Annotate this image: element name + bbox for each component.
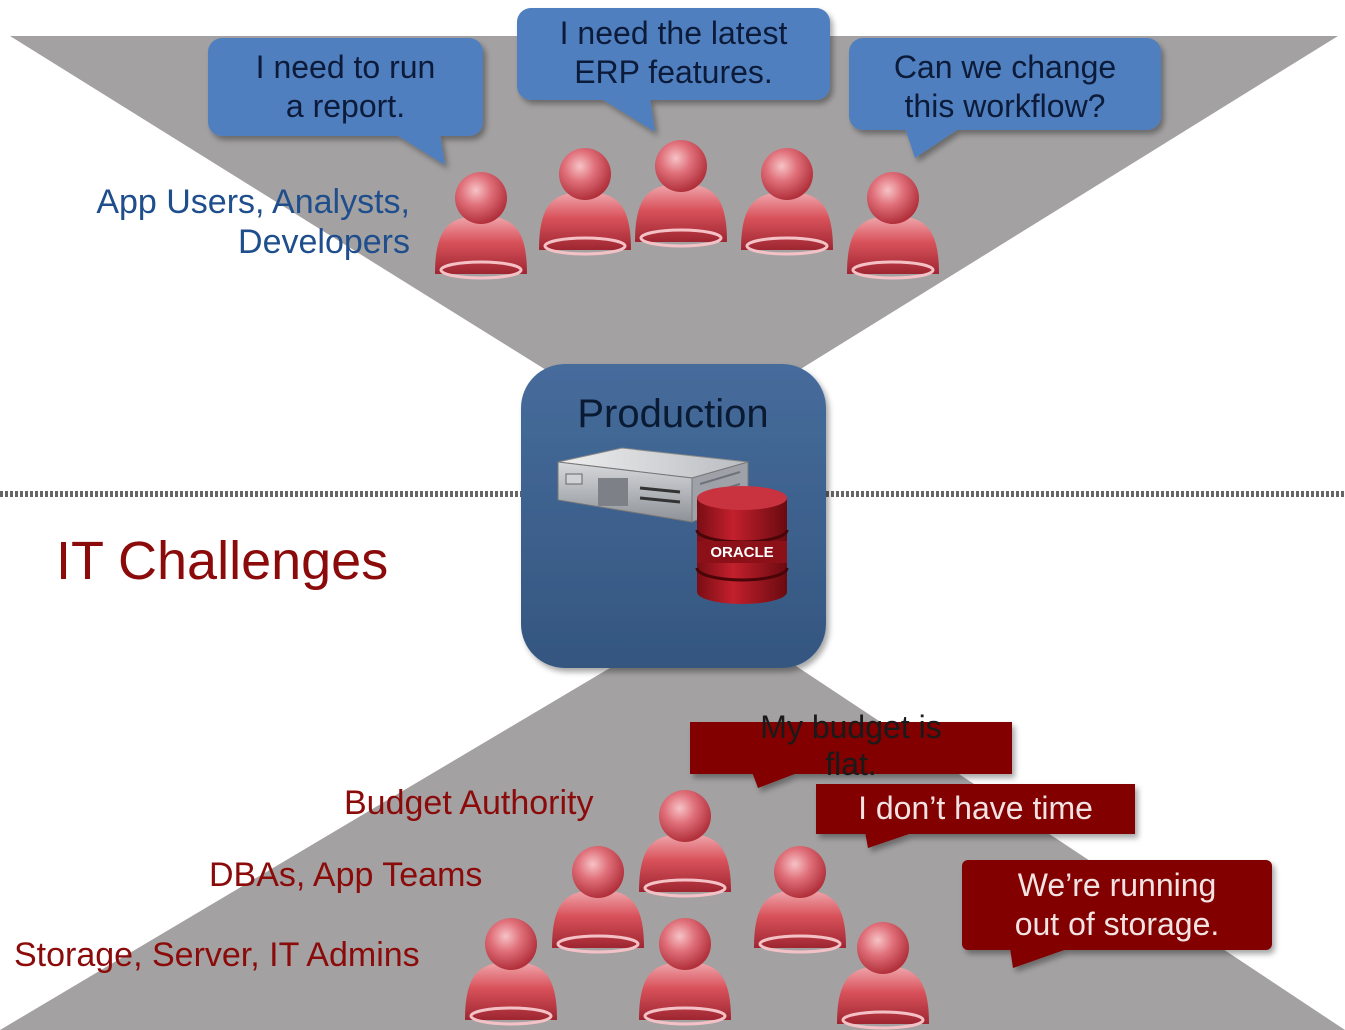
- bubble-storage-line2: out of storage.: [1014, 906, 1220, 942]
- bubble-erp-line1: I need the latest: [559, 14, 788, 51]
- speech-bubble-erp: [517, 8, 830, 132]
- person-icon: [837, 922, 929, 1030]
- speech-bubble-report: [208, 38, 483, 165]
- bubble-budget-line2: flat.: [825, 746, 877, 782]
- bubble-workflow-line2: this workflow?: [904, 88, 1106, 124]
- label-dbas-app-teams: DBAs, App Teams: [209, 856, 483, 894]
- bubble-report-text: I need to run a report.: [208, 44, 483, 130]
- label-storage-server-admins: Storage, Server, IT Admins: [14, 936, 420, 974]
- person-icon: [539, 148, 631, 256]
- oracle-logo-text: ORACLE: [710, 543, 774, 561]
- top-group-label: App Users, Analysts, Developers: [40, 182, 410, 262]
- speech-bubble-workflow: [849, 38, 1161, 158]
- bubble-budget-line1: My budget is: [760, 709, 942, 746]
- bubble-report-line2: a report.: [285, 88, 406, 124]
- bubble-storage-text: We’re running out of storage.: [962, 862, 1272, 948]
- person-icon: [847, 172, 939, 280]
- label-budget-authority: Budget Authority: [344, 784, 594, 822]
- bubble-workflow-line1: Can we change: [893, 48, 1117, 85]
- speech-bubble-time: [816, 784, 1135, 848]
- person-icon: [754, 846, 846, 954]
- person-icon: [435, 172, 527, 280]
- bubble-report-line1: I need to run: [255, 48, 436, 85]
- top-group-label-line1: App Users, Analysts,: [96, 183, 410, 221]
- person-icon: [639, 918, 731, 1026]
- bubble-storage-line1: We’re running: [1017, 866, 1217, 903]
- bubble-erp-line2: ERP features.: [574, 54, 773, 90]
- bubble-time-text: I don’t have time: [858, 790, 1093, 827]
- bubble-budget-text: My budget is flat.: [690, 706, 1012, 786]
- person-icon: [741, 148, 833, 256]
- person-icon: [639, 790, 731, 898]
- top-group-label-line2: Developers: [238, 223, 410, 262]
- section-title: IT Challenges: [56, 531, 389, 591]
- bubble-erp-text: I need the latest ERP features.: [517, 10, 830, 96]
- database-icon: [695, 486, 789, 604]
- bubble-workflow-text: Can we change this workflow?: [849, 44, 1161, 130]
- speech-bubble-budget: [690, 722, 1012, 788]
- production-title: Production: [577, 392, 769, 436]
- person-icon: [465, 918, 557, 1026]
- speech-bubble-storage: [962, 860, 1272, 968]
- person-icon: [635, 140, 727, 248]
- person-icon: [552, 846, 644, 954]
